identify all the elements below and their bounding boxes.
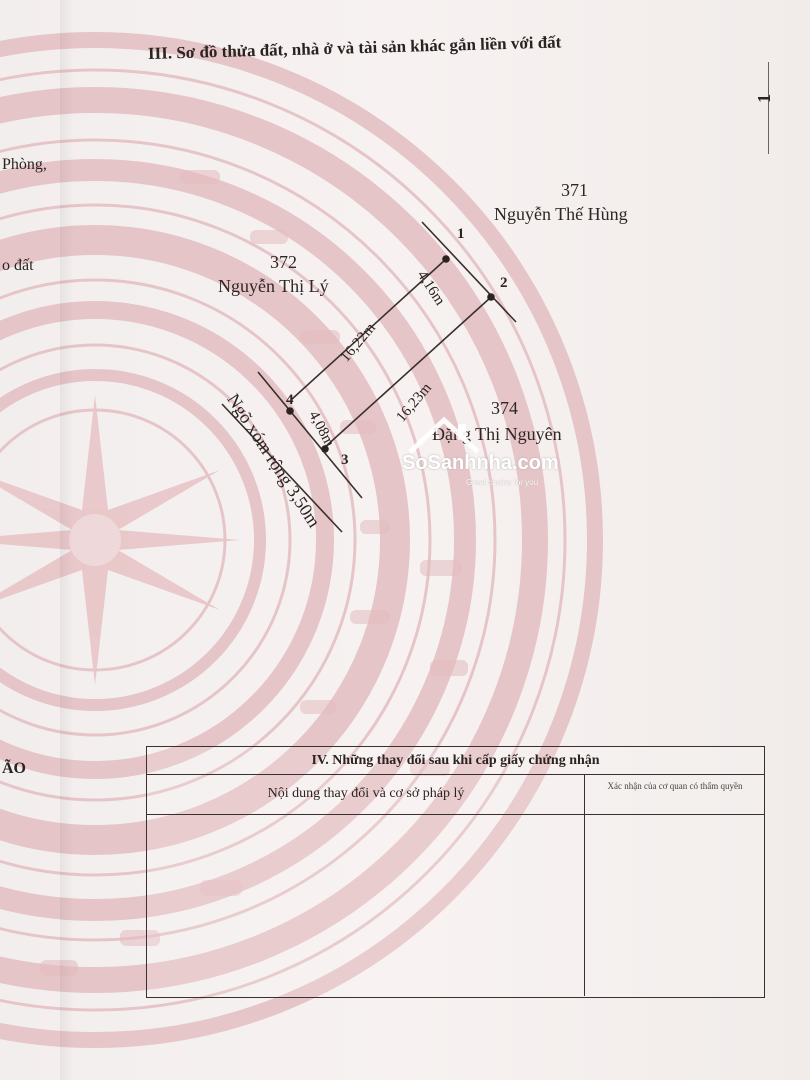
logo-tagline: Great choice for you [466, 478, 539, 487]
plot-point-2 [487, 293, 495, 301]
parcel-372-owner: Nguyễn Thị Lý [218, 276, 329, 296]
section-iv-title: IV. Những thay đổi sau khi cấp giấy chứn… [147, 747, 764, 775]
changes-table: IV. Những thay đổi sau khi cấp giấy chứn… [146, 746, 765, 998]
boundary-line-4-3-extended [257, 371, 363, 499]
boundary-line-2-3 [323, 297, 491, 449]
parcel-374-number: 374 [491, 398, 518, 418]
point-label-4: 4 [286, 392, 294, 408]
parcel-372-number: 372 [270, 252, 297, 272]
parcel-371-number: 371 [561, 180, 588, 200]
point-label-3: 3 [341, 452, 349, 468]
road-edge-line [221, 403, 343, 533]
page-edge-line [768, 62, 769, 154]
page-fold-shadow [60, 0, 74, 1080]
plot-point-4 [286, 407, 294, 415]
left-margin-text-dat: o đất [2, 257, 34, 274]
left-margin-text-phong: Phòng, [2, 156, 47, 173]
column-content-header: Nội dung thay đổi và cơ sở pháp lý [267, 786, 465, 801]
point-label-1: 1 [457, 226, 465, 242]
plot-point-3 [321, 445, 329, 453]
house-roof-icon [408, 416, 480, 454]
point-label-2: 2 [500, 275, 508, 291]
boundary-line-1-4 [290, 259, 446, 401]
column-confirm-header: Xác nhận của cơ quan có thẩm quyền [607, 781, 743, 791]
column-content-body [147, 774, 585, 996]
plot-point-1 [442, 255, 450, 263]
sosanhnha-logo: SoSanhnha.com Great choice for you [400, 412, 559, 492]
left-margin-text-ao: ÃO [2, 760, 26, 777]
table-header-row: Nội dung thay đổi và cơ sở pháp lý Xác n… [147, 774, 764, 815]
parcel-371-owner: Nguyễn Thế Hùng [494, 204, 628, 224]
boundary-line-1-2-extended [421, 221, 517, 323]
logo-text: SoSanhnha.com [402, 452, 559, 474]
